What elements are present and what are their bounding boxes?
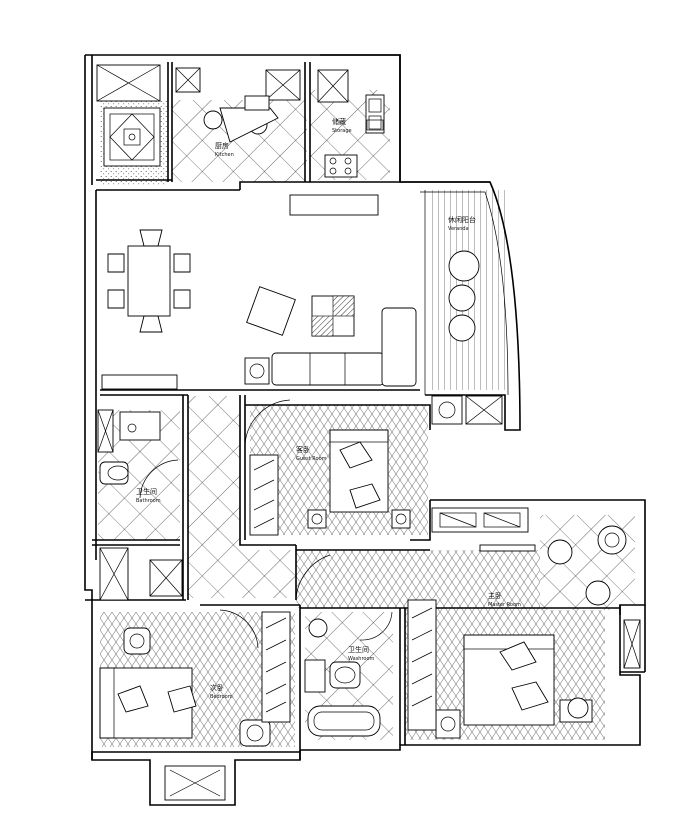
bathroom2-label: 卫生间 bbox=[348, 645, 369, 654]
entry-cabinet bbox=[96, 64, 161, 167]
balcony-furniture bbox=[431, 250, 503, 425]
bathroom1-sublabel: Bathroom bbox=[136, 498, 161, 504]
bathroom2-sublabel: Washroom bbox=[348, 656, 375, 662]
bathroom2-fixtures bbox=[304, 611, 393, 737]
second-bedroom-sublabel: Bedroom bbox=[210, 694, 233, 700]
outer-walls bbox=[84, 54, 646, 806]
balcony-railing bbox=[400, 181, 521, 431]
bathroom1-label: 卫生间 bbox=[136, 487, 157, 496]
dining-set bbox=[107, 229, 191, 333]
guest-bedroom-sublabel: Guest Room bbox=[296, 456, 327, 462]
corridor-floor-lower bbox=[188, 550, 296, 598]
master-bedroom-furniture bbox=[407, 599, 593, 739]
storage-sublabel: Storage bbox=[332, 128, 352, 134]
kitchen-fixtures bbox=[175, 67, 385, 178]
hall-storage bbox=[295, 507, 641, 669]
storage-label: 储藏 bbox=[332, 117, 346, 126]
balcony-label: 休闲阳台 bbox=[448, 215, 476, 224]
guest-bedroom-furniture bbox=[244, 399, 411, 536]
interior-walls bbox=[92, 62, 620, 760]
kitchen-sublabel: Kitchen bbox=[215, 152, 234, 158]
living-set bbox=[101, 194, 417, 390]
master-bedroom-sublabel: Master Room bbox=[488, 602, 521, 608]
second-bedroom-label: 次卧 bbox=[210, 683, 224, 692]
master-bedroom-label: 主卧 bbox=[488, 591, 502, 600]
kitchen-label: 厨房 bbox=[215, 141, 229, 150]
bathroom1-fixtures bbox=[97, 409, 183, 601]
room-labels: 厨房 Kitchen 储藏 Storage 休闲阳台 Veranda 客卧 Gu… bbox=[136, 117, 521, 700]
balcony-sublabel: Veranda bbox=[448, 226, 469, 232]
second-bedroom-furniture bbox=[99, 609, 291, 801]
guest-bedroom-label: 客卧 bbox=[296, 445, 310, 454]
